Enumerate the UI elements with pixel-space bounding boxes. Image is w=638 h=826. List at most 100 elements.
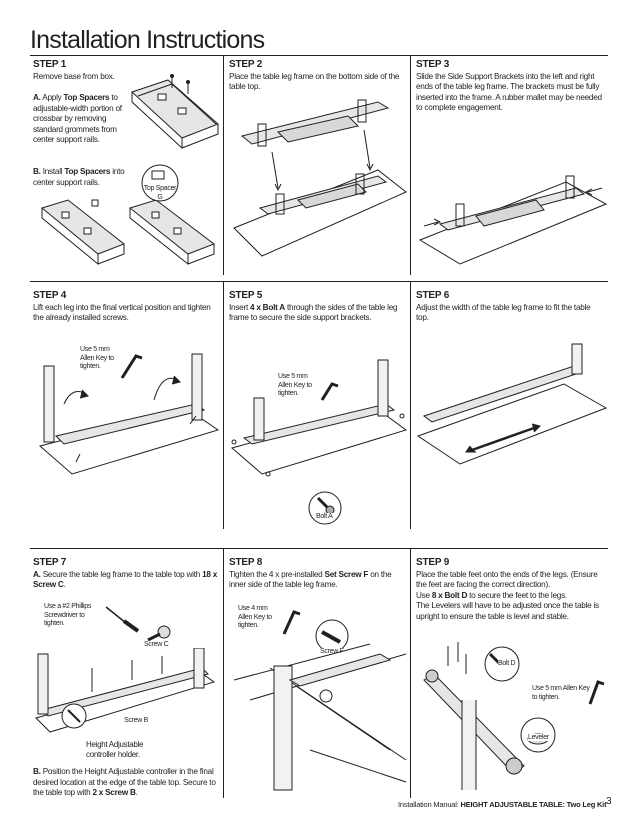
step-9-illustration <box>423 642 525 790</box>
screw-b-label: Screw B <box>124 717 148 724</box>
step-6-text: Adjust the width of the table leg frame … <box>416 302 591 323</box>
divider-row1-a <box>223 55 224 275</box>
divider-row3-b <box>410 548 411 798</box>
step-1-heading: STEP 1 <box>33 59 67 70</box>
step-1b-post: into center support rails. <box>33 167 125 187</box>
step-1a-pre: Apply <box>42 93 64 102</box>
page-number: 3 <box>606 796 612 807</box>
screw-f-label: Screw F <box>320 648 344 655</box>
divider-row2-a <box>223 281 224 529</box>
top-rule <box>30 55 608 56</box>
step-1b-label: B. <box>33 167 41 176</box>
top-spacer-circle <box>141 164 179 202</box>
step-5: STEP 5 Insert 4 x Bolt A through the sid… <box>229 290 404 324</box>
step-7-heading: STEP 7 <box>33 557 67 568</box>
page-title: Installation Instructions <box>30 26 265 54</box>
top-spacer-label: Top Spacer G <box>140 185 180 202</box>
step-5-pre: Insert <box>229 302 251 312</box>
step-8-note: Use 4 mm Allen Key to tighten. <box>238 605 272 629</box>
step-5-heading: STEP 5 <box>229 290 263 301</box>
step-7: STEP 7 A. Secure the table leg frame to … <box>33 557 218 591</box>
step-7a-bold: 18 x Screw C <box>33 569 217 590</box>
step-1a-bold: Top Spacers <box>63 93 110 102</box>
screwdriver-icon <box>105 606 140 633</box>
step-2-text: Place the table leg frame on the bottom … <box>229 71 400 92</box>
step-9-text-1: Place the table feet onto the ends of th… <box>416 569 598 590</box>
allen-key-icon-2 <box>320 382 339 401</box>
step-1b: B. Install Top Spacers into center suppo… <box>33 167 133 188</box>
step-4-text: Lift each leg into the final vertical po… <box>33 302 211 323</box>
screw-b-circle <box>61 703 87 729</box>
step-3: STEP 3 Slide the Side Support Brackets i… <box>416 59 606 114</box>
step-8-heading: STEP 8 <box>229 557 263 568</box>
step-2-heading: STEP 2 <box>229 59 263 70</box>
step-8-illustration <box>233 643 407 791</box>
step-1: STEP 1 Remove base from box. <box>33 59 218 82</box>
step-1a-post: to adjustable-width portion of crossbar … <box>33 93 122 144</box>
step-9-pre: Use <box>416 590 432 600</box>
divider-row1-b <box>410 55 411 275</box>
bolt-d-label: Bolt D <box>498 660 516 667</box>
step-6-heading: STEP 6 <box>416 290 450 301</box>
row-divider-1 <box>30 281 608 282</box>
step-8-pre: Tighten the 4 x pre-installed <box>229 569 325 579</box>
step-7a-label: A. <box>33 569 41 579</box>
row-divider-2 <box>30 548 608 549</box>
screw-f-circle <box>315 619 349 653</box>
step-1a-label: A. <box>33 93 41 102</box>
step-7-note: Use a #2 Phillips Screwdriver to tighten… <box>44 603 92 627</box>
step-8: STEP 8 Tighten the 4 x pre-installed Set… <box>229 557 404 591</box>
screw-c-label: Screw C <box>144 641 169 648</box>
step-4-illustration <box>38 353 220 475</box>
step-7a-pre: Secure the table leg frame to the table … <box>42 569 203 579</box>
step-3-text: Slide the Side Support Brackets into the… <box>416 71 602 113</box>
footer-pre: Installation Manual: <box>398 800 461 809</box>
screw-c-icon <box>147 625 171 642</box>
bolt-a-label: Bolt A <box>316 513 333 520</box>
step-9-bold: 8 x Bolt D <box>431 590 468 600</box>
step-9-heading: STEP 9 <box>416 557 450 568</box>
step-9-post: to secure the feet to the legs. <box>467 590 567 600</box>
step-7b: B. Position the Height Adjustable contro… <box>33 767 218 799</box>
step-2: STEP 2 Place the table leg frame on the … <box>229 59 404 93</box>
step-1b-pre: Install <box>42 167 65 176</box>
step-1-text: Remove base from box. <box>33 71 115 81</box>
allen-key-icon-3 <box>282 610 301 635</box>
step-1b-bold: Top Spacers <box>64 167 111 176</box>
allen-key-icon <box>120 354 143 379</box>
divider-row2-b <box>410 281 411 529</box>
step-1-illustration-b <box>40 199 216 266</box>
step-1-illustration-a <box>131 74 219 150</box>
step-7b-pre: Position the Height Adjustable controlle… <box>33 767 216 797</box>
step-9-note: Use 5 mm Allen Key to tighten. <box>532 685 590 701</box>
step-4-heading: STEP 4 <box>33 290 67 301</box>
step-8-bold: Set Screw F <box>324 569 369 579</box>
step-8-post: on the inner side of the table leg frame… <box>229 569 392 590</box>
step-7b-post: . <box>135 788 138 797</box>
step-5-post: through the sides of the table leg frame… <box>229 302 398 323</box>
controller-holder-label: Height Adjustable controller holder. <box>86 740 144 759</box>
step-6: STEP 6 Adjust the width of the table leg… <box>416 290 601 324</box>
step-5-illustration <box>230 359 408 477</box>
step-7b-label: B. <box>33 767 41 776</box>
divider-row3-a <box>223 548 224 798</box>
step-7b-bold: 2 x Screw B <box>92 788 136 797</box>
bolt-a-circle <box>308 491 342 525</box>
step-4: STEP 4 Lift each leg into the final vert… <box>33 290 218 324</box>
step-9-text-3: The Levelers will have to be adjusted on… <box>416 601 599 621</box>
step-6-illustration <box>416 343 608 465</box>
step-9: STEP 9 Place the table feet onto the end… <box>416 557 606 622</box>
step-5-bold: 4 x Bolt A <box>250 302 285 312</box>
footer-bold: HEIGHT ADJUSTABLE TABLE: Two Leg Kit <box>460 800 607 809</box>
step-1a: A. Apply Top Spacers to adjustable-width… <box>33 93 133 146</box>
footer: Installation Manual: HEIGHT ADJUSTABLE T… <box>398 800 607 809</box>
step-3-heading: STEP 3 <box>416 59 450 70</box>
step-7a-post: . <box>63 580 66 589</box>
step-5-note: Use 5 mm Allen Key to tighten. <box>278 373 312 397</box>
allen-key-icon-4 <box>588 680 605 705</box>
top-spacer-letter: G <box>157 193 163 201</box>
step-4-note: Use 5 mm Allen Key to tighten. <box>80 346 114 370</box>
step-7-illustration <box>35 648 216 733</box>
step-2-illustration <box>233 99 407 257</box>
top-spacer-name: Top Spacer <box>143 185 177 192</box>
